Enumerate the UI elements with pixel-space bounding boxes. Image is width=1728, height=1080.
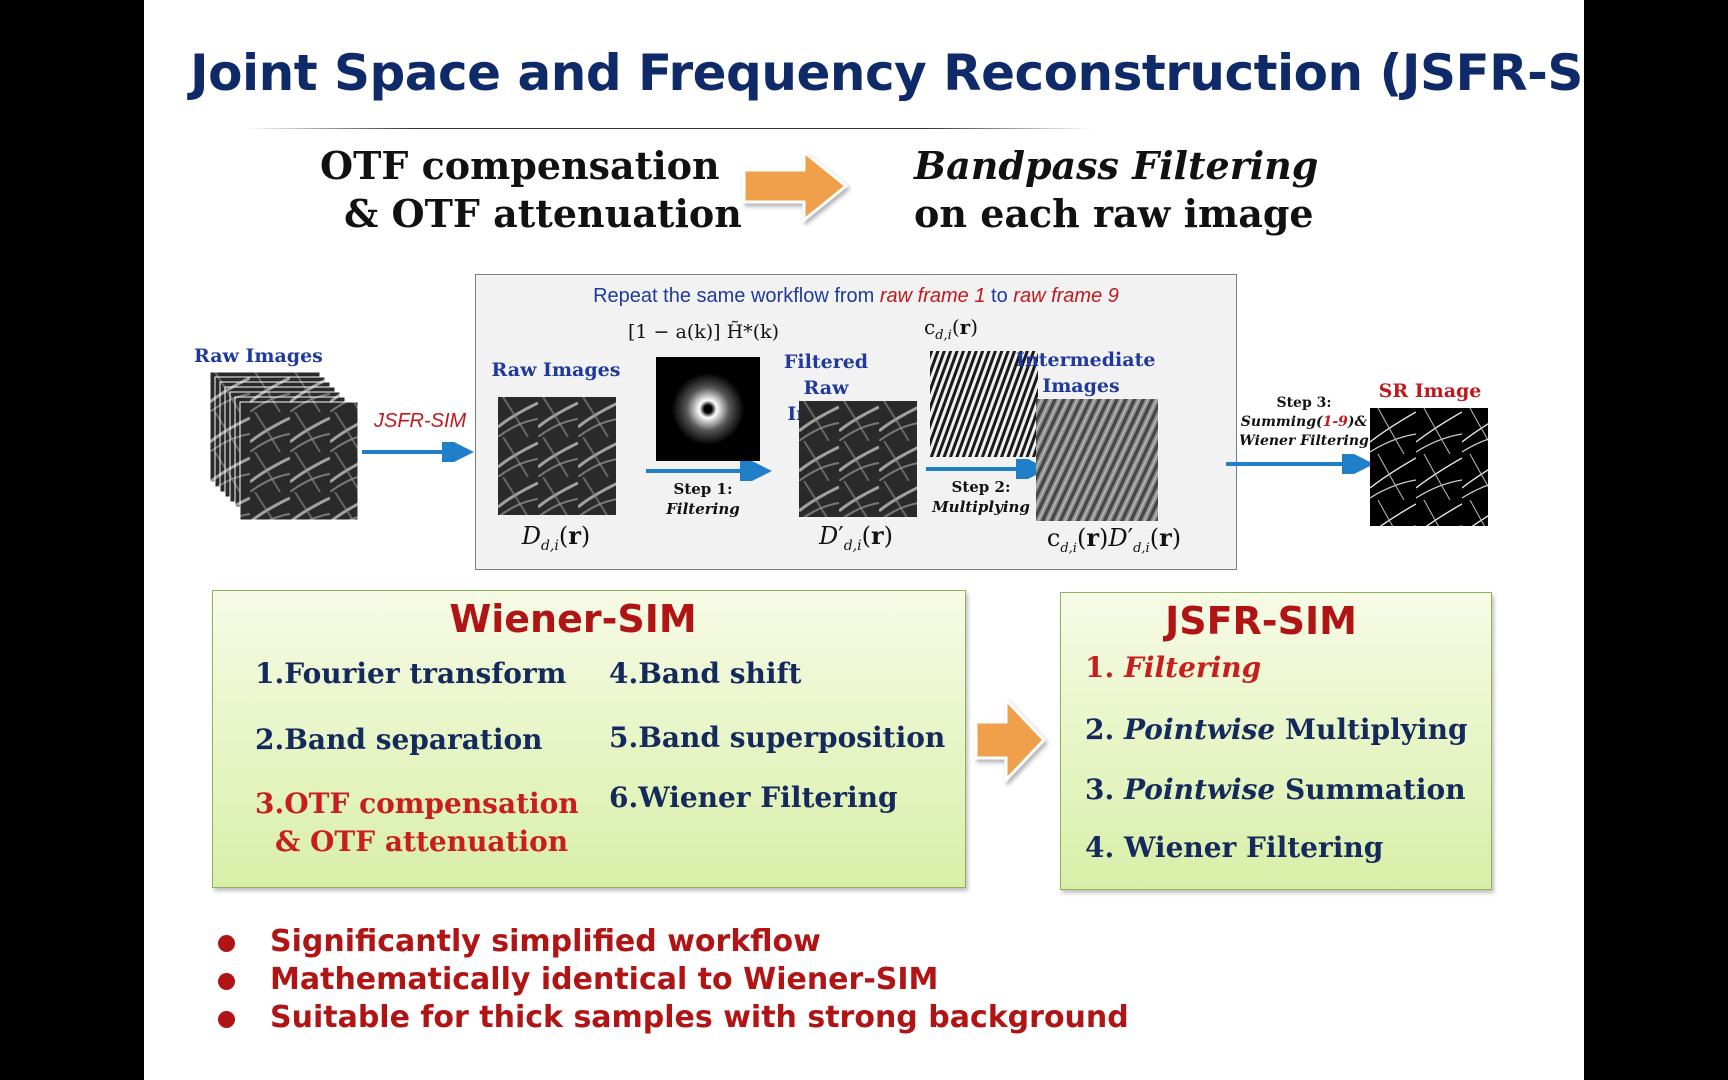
slide: Joint Space and Frequency Reconstruction…: [144, 0, 1584, 1080]
bullet-2: Mathematically identical to Wiener-SIM: [270, 962, 939, 997]
bullet-1: Significantly simplified workflow: [270, 924, 821, 959]
step3-caption: Step 3: Summing(1-9)& Wiener Filtering: [1234, 394, 1374, 451]
page-title: Joint Space and Frequency Reconstruction…: [190, 44, 1584, 102]
step2-title: Step 2:: [951, 478, 1011, 496]
step1-caption: Step 1: Filtering: [638, 479, 768, 519]
bullet-dot: [218, 935, 235, 952]
jsfr-arrow-label: JSFR-SIM: [374, 410, 467, 432]
product-formula: cd,i(r)D′d,i(r): [1046, 523, 1182, 556]
step3-sum: Summing(1-9)&: [1234, 413, 1374, 432]
wiener-step-2: 2.Band separation: [255, 723, 543, 756]
step2-desc-text: Multiplying: [932, 498, 1030, 516]
repeat-frame-last: raw frame 9: [1013, 285, 1119, 307]
jsfr-step-1: 1. Filtering: [1085, 651, 1261, 684]
intermediate-label-1: Intermediate: [1016, 349, 1156, 371]
otf-line-1: OTF compensation: [320, 143, 720, 188]
sr-image-label: SR Image: [1378, 380, 1482, 402]
wiener-step-6: 6.Wiener Filtering: [609, 781, 898, 814]
jsfr-step-3-num: 3.: [1085, 773, 1124, 806]
step2-caption: Step 2: Multiplying: [916, 477, 1046, 517]
wiener-step-1: 1.Fourier transform: [255, 657, 567, 690]
bullet-dot: [218, 1011, 235, 1028]
pattern-formula: cd,i(r): [924, 315, 978, 343]
step3-sum-range: 1-9: [1322, 414, 1348, 430]
jsfr-step-1-num: 1.: [1085, 651, 1124, 684]
step2-desc: Multiplying: [916, 497, 1046, 517]
intermediate-image: [1036, 399, 1158, 521]
bandpass-statement: Bandpass Filtering on each raw image: [914, 142, 1334, 238]
orange-arrow-bottom: [974, 696, 1047, 784]
repeat-caption: Repeat the same workflow from raw frame …: [476, 285, 1236, 308]
repeat-text-c: to: [985, 285, 1014, 307]
raw-images-inner-label: Raw Images: [491, 359, 621, 381]
sr-image: [1370, 408, 1488, 526]
bandpass-line-2: on each raw image: [914, 191, 1314, 236]
jsfr-step-3-text: Summation: [1275, 773, 1466, 806]
jsfr-step-3-em: Pointwise: [1123, 773, 1276, 806]
filtered-raw-image: [799, 401, 917, 517]
bandpass-line-1: Bandpass Filtering: [914, 143, 1319, 188]
repeat-frame-first: raw frame 1: [879, 285, 986, 307]
step3-sum-c: )&: [1347, 414, 1368, 430]
otf-statement: OTF compensation & OTF attenuation: [320, 142, 860, 238]
bullet-dot: [218, 973, 235, 990]
filter-formula: [1 − a(k)] H̃*(k): [628, 321, 780, 343]
wiener-sim-box: Wiener-SIM 1.Fourier transform 2.Band se…: [212, 590, 966, 888]
jsfr-step-2-num: 2.: [1085, 713, 1124, 746]
raw-image: [498, 397, 616, 515]
jsfr-step-3: 3. Pointwise Summation: [1085, 773, 1466, 806]
step1-desc-text: Filtering: [666, 500, 740, 518]
jsfr-sim-box: JSFR-SIM 1. Filtering 2. Pointwise Multi…: [1060, 592, 1492, 890]
stack-frame: [239, 401, 359, 521]
jsfr-step-2: 2. Pointwise Multiplying: [1085, 713, 1468, 746]
blue-arrow-step1: [646, 461, 772, 481]
step3-wiener: Wiener Filtering: [1234, 432, 1374, 451]
filtered-label-1: Filtered: [783, 351, 869, 373]
jsfr-sim-title: JSFR-SIM: [1165, 599, 1357, 643]
wiener-step-3: 3.OTF compensation: [255, 787, 579, 820]
raw-image-formula: Dd,i(r): [521, 521, 591, 554]
step1-desc: Filtering: [638, 499, 768, 519]
blue-arrow-step2: [926, 459, 1048, 479]
jsfr-step-1-text: Filtering: [1123, 651, 1262, 684]
blue-arrow-step3: [1226, 454, 1374, 474]
jsfr-step-2-em: Pointwise: [1123, 713, 1276, 746]
title-divider: [244, 128, 1094, 129]
raw-image-stack: [210, 372, 359, 521]
wiener-step-3-cont: & OTF attenuation: [275, 825, 569, 858]
step3-wiener-text: Wiener Filtering: [1239, 433, 1369, 449]
wiener-sim-title: Wiener-SIM: [449, 597, 697, 641]
step3-title: Step 3:: [1276, 395, 1332, 411]
step3-sum-a: Summing(: [1240, 414, 1323, 430]
raw-images-outer-label: Raw Images: [194, 345, 323, 367]
bullet-3: Suitable for thick samples with strong b…: [270, 1000, 1129, 1035]
intermediate-images-label: Intermediate Images: [1016, 347, 1156, 399]
blue-arrow-in: [362, 442, 474, 462]
illumination-pattern-image: [930, 351, 1038, 457]
workflow-panel: Repeat the same workflow from raw frame …: [475, 274, 1237, 570]
step1-title: Step 1:: [673, 480, 733, 498]
otf-filter-image: [656, 357, 760, 461]
jsfr-step-4: 4. Wiener Filtering: [1085, 831, 1384, 864]
orange-arrow-top: [742, 148, 849, 224]
wiener-step-4: 4.Band shift: [609, 657, 802, 690]
intermediate-label-2: Images: [1042, 375, 1120, 397]
jsfr-step-2-text: Multiplying: [1275, 713, 1468, 746]
wiener-step-5: 5.Band superposition: [609, 721, 946, 754]
otf-line-2: & OTF attenuation: [344, 191, 742, 236]
filtered-formula: D′d,i(r): [819, 521, 893, 554]
repeat-text-a: Repeat the same workflow from: [593, 285, 880, 307]
